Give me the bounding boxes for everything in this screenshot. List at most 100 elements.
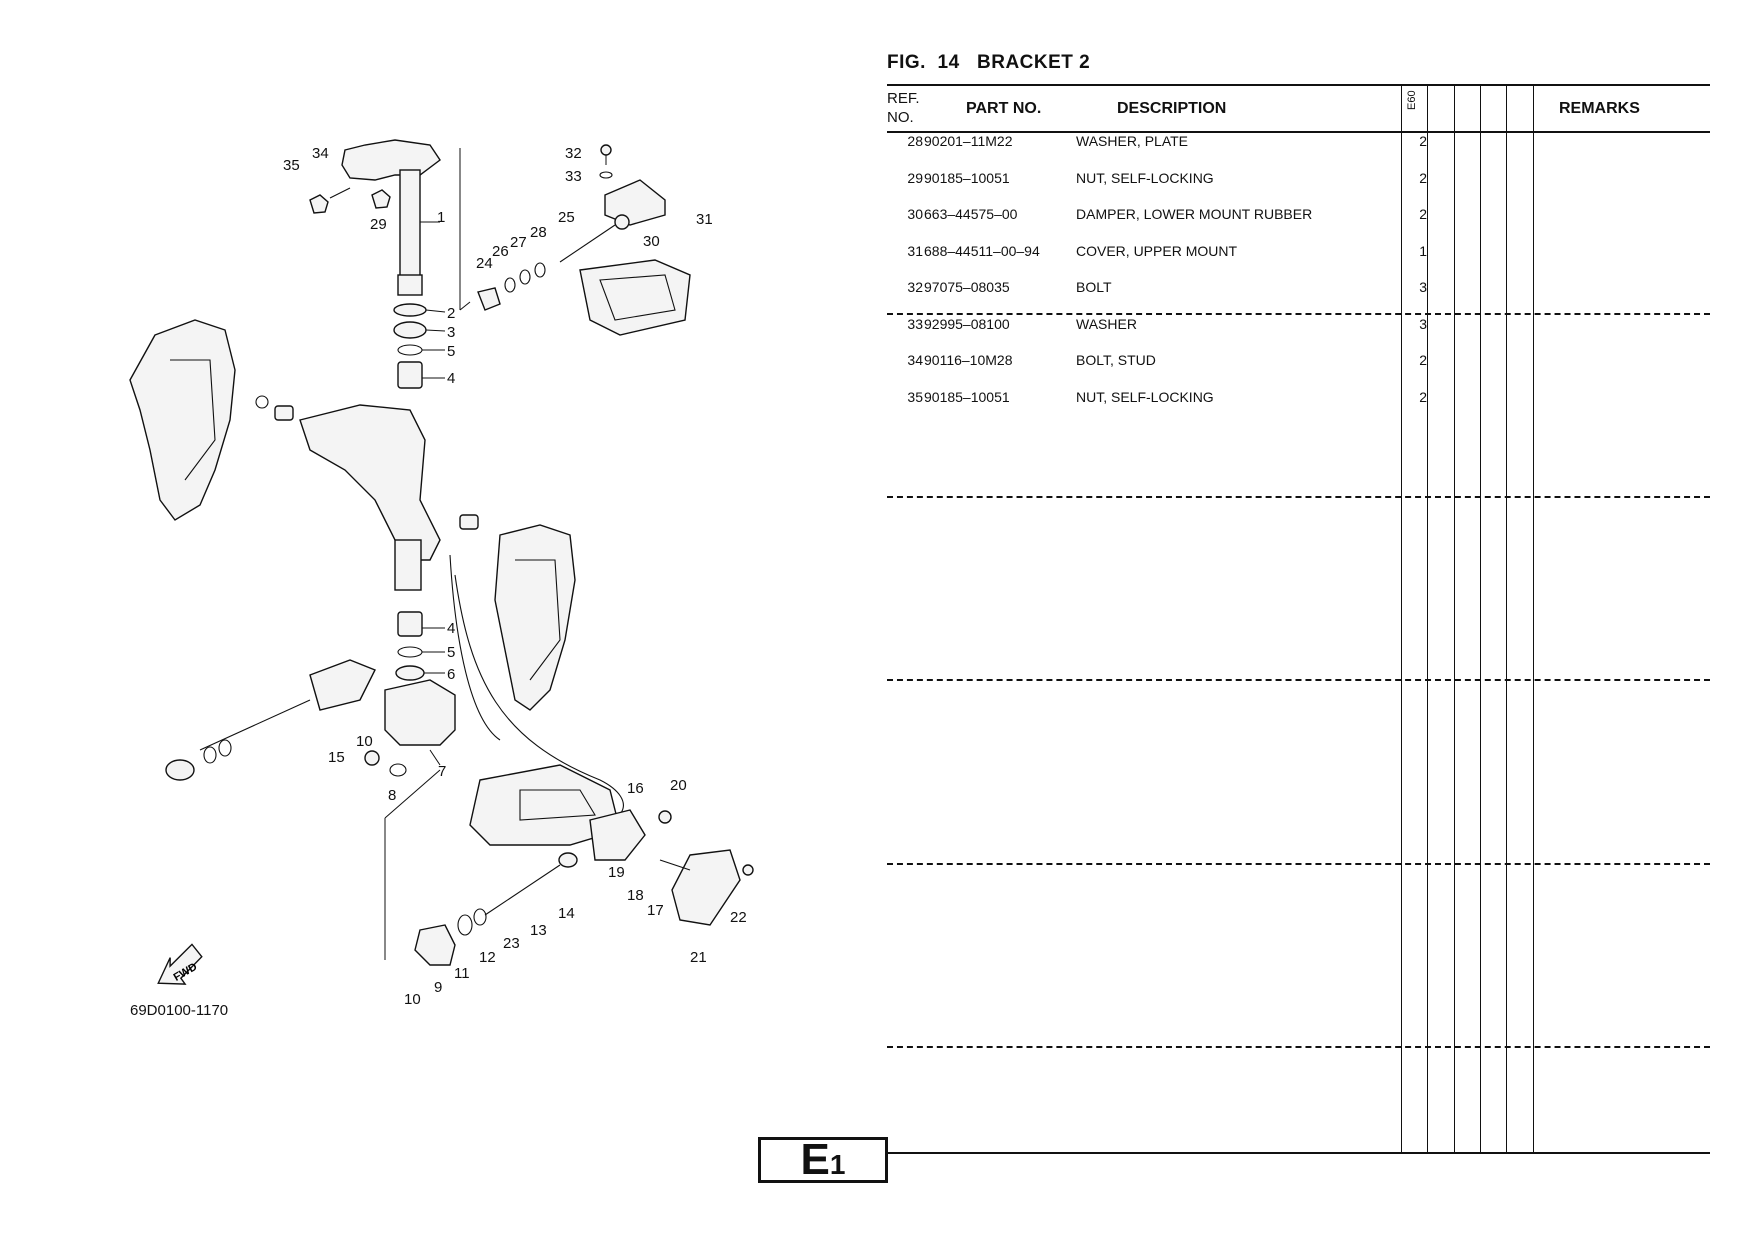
header-remarks: REMARKS (1559, 100, 1640, 117)
group-divider (887, 496, 1710, 498)
description-cell: WASHER (1076, 316, 1137, 332)
callout-12: 12 (479, 949, 496, 966)
callout-4: 4 (447, 370, 455, 387)
header-model: E60 (1406, 90, 1418, 110)
fig-name: BRACKET 2 (977, 52, 1091, 73)
ref-cell: 35 (907, 389, 923, 405)
figure-title: FIG. 14 BRACKET 2 (887, 52, 1090, 74)
ref-cell: 30 (907, 206, 923, 222)
part-no-cell: 90185–10051 (924, 170, 1010, 186)
page-badge: E1 (758, 1137, 888, 1183)
callout-25: 25 (558, 209, 575, 226)
callout-32: 32 (565, 145, 582, 162)
qty-cell: 2 (1419, 133, 1427, 149)
callout-30: 30 (643, 233, 660, 250)
fig-label: FIG. (887, 52, 926, 73)
callout-24: 24 (476, 255, 493, 272)
callout-19: 19 (608, 864, 625, 881)
callout-10: 10 (356, 733, 373, 750)
column-rule (1401, 84, 1402, 1152)
ref-cell: 29 (907, 170, 923, 186)
part-no-cell: 90201–11M22 (924, 133, 1013, 149)
header-ref-line2: NO. (887, 109, 914, 126)
ref-cell: 28 (907, 133, 923, 149)
callout-21: 21 (690, 949, 707, 966)
fwd-arrow-icon: FWD (157, 943, 203, 985)
description-cell: BOLT, STUD (1076, 352, 1156, 368)
qty-cell: 3 (1419, 279, 1427, 295)
group-divider (887, 1046, 1710, 1048)
description-cell: BOLT (1076, 279, 1112, 295)
group-divider (887, 313, 1710, 315)
diagram-code: 69D0100-1170 (130, 1002, 228, 1019)
group-divider (887, 679, 1710, 681)
callout-7: 7 (438, 763, 446, 780)
qty-cell: 2 (1419, 352, 1427, 368)
column-rule (1533, 84, 1534, 1152)
callout-8: 8 (388, 787, 396, 804)
callout-2: 2 (447, 305, 455, 322)
callout-14: 14 (558, 905, 575, 922)
fig-number: 14 (937, 52, 960, 73)
ref-cell: 33 (907, 316, 923, 332)
column-rule (1506, 84, 1507, 1152)
page-letter: E (800, 1135, 830, 1184)
callout-28: 28 (530, 224, 547, 241)
callout-5: 5 (447, 343, 455, 360)
column-rule (1427, 84, 1428, 1152)
part-no-cell: 90116–10M28 (924, 352, 1013, 368)
group-divider (887, 863, 1710, 865)
callout-16: 16 (627, 780, 644, 797)
description-cell: WASHER, PLATE (1076, 133, 1189, 149)
callout-33: 33 (565, 168, 582, 185)
qty-cell: 1 (1419, 243, 1427, 259)
ref-cell: 32 (907, 279, 923, 295)
header-ref-no: REF. NO. (887, 89, 920, 127)
description-cell: NUT, SELF-LOCKING (1076, 170, 1214, 186)
callout-35: 35 (283, 157, 300, 174)
description-cell: DAMPER, LOWER MOUNT RUBBER (1076, 206, 1313, 222)
callout-22: 22 (730, 909, 747, 926)
callout-15: 15 (328, 749, 345, 766)
part-no-cell: 97075–08035 (924, 279, 1010, 295)
callout-4b: 4 (447, 620, 455, 637)
callout-13: 13 (530, 922, 547, 939)
ref-cell: 34 (907, 352, 923, 368)
callout-20: 20 (670, 777, 687, 794)
column-rule (1480, 84, 1481, 1152)
part-no-cell: 688–44511–00–94 (924, 243, 1040, 259)
description-cell: COVER, UPPER MOUNT (1076, 243, 1238, 259)
header-part-no: PART NO. (966, 100, 1042, 117)
callout-31: 31 (696, 211, 713, 228)
callout-9: 9 (434, 979, 442, 996)
table-top-rule (887, 84, 1710, 86)
part-no-cell: 90185–10051 (924, 389, 1010, 405)
qty-cell: 3 (1419, 316, 1427, 332)
part-no-cell: 92995–08100 (924, 316, 1010, 332)
table-bottom-rule (887, 1152, 1710, 1154)
header-ref-line1: REF. (887, 90, 920, 107)
callout-17: 17 (647, 902, 664, 919)
callout-3: 3 (447, 324, 455, 341)
callout-11: 11 (454, 965, 470, 982)
callout-5b: 5 (447, 644, 455, 661)
description-cell: NUT, SELF-LOCKING (1076, 389, 1214, 405)
qty-cell: 2 (1419, 170, 1427, 186)
qty-cell: 2 (1419, 206, 1427, 222)
header-description: DESCRIPTION (1117, 100, 1227, 117)
callout-10b: 10 (404, 991, 421, 1008)
callout-27: 27 (510, 234, 527, 251)
callout-29: 29 (370, 216, 387, 233)
callout-26: 26 (492, 243, 509, 260)
callout-23: 23 (503, 935, 520, 952)
steering-shaft-part (341, 139, 441, 296)
callout-34: 34 (312, 145, 329, 162)
ref-cell: 31 (907, 243, 923, 259)
table-header-rule (887, 131, 1710, 133)
callout-18: 18 (627, 887, 644, 904)
callout-1: 1 (437, 209, 445, 226)
part-no-cell: 663–44575–00 (924, 206, 1018, 222)
page-number: 1 (829, 1149, 846, 1180)
column-rule (1454, 84, 1455, 1152)
callout-6: 6 (447, 666, 455, 683)
